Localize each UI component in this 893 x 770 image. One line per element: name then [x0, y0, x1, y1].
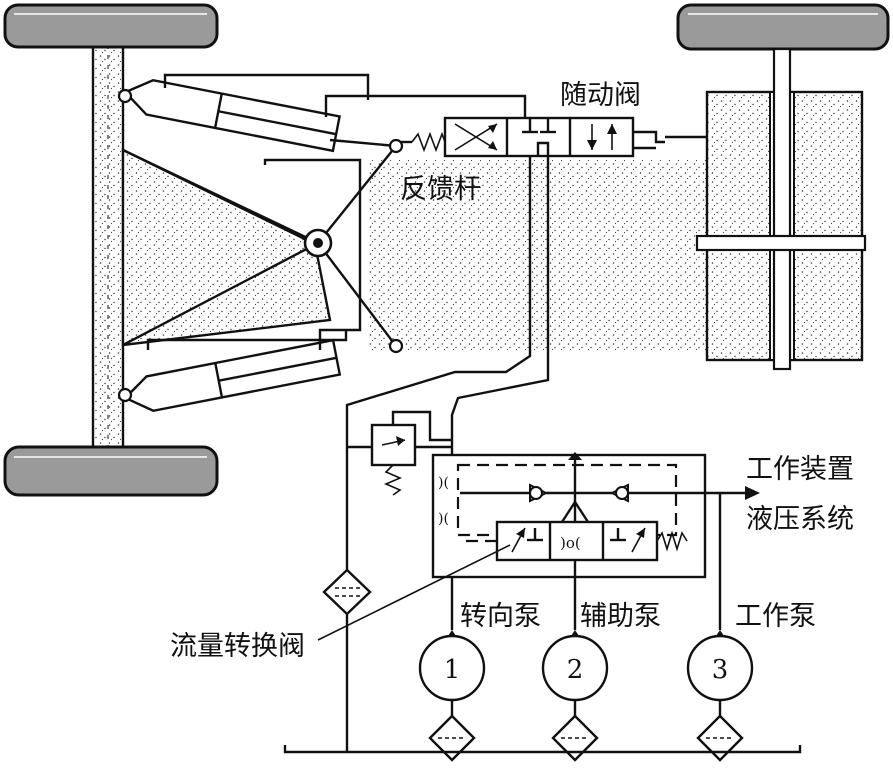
label-feedback-rod: 反馈杆 [400, 174, 481, 205]
tank-line [283, 745, 802, 754]
pump-1: 1 [418, 630, 486, 762]
upper-steering-cylinder [123, 78, 341, 153]
label-work-pump: 工作泵 [735, 601, 816, 632]
label-work-device-line2: 液压系统 [746, 504, 854, 535]
front-left-tire [3, 3, 219, 49]
frame-body [121, 148, 332, 347]
svg-text:)(: )( [438, 475, 449, 491]
return-filter [322, 548, 372, 752]
feedback-linkage [317, 138, 404, 354]
right-axle [676, 3, 890, 371]
pump-2: 2 [541, 630, 609, 762]
pump-2-number: 2 [567, 655, 584, 685]
pump-1-number: 1 [444, 655, 461, 685]
upper-cylinder-joint [117, 88, 133, 104]
label-aux-pump: 辅助泵 [580, 601, 661, 632]
svg-text:)(: )( [438, 511, 449, 527]
pump-3-number: 3 [712, 655, 729, 685]
label-flow-switch-valve: 流量转换阀 [170, 631, 305, 662]
label-steering-pump: 转向泵 [460, 601, 541, 632]
cylinder-pipes [146, 73, 527, 350]
pump-3: 3 [686, 630, 754, 762]
svg-text:)o(: )o( [560, 534, 581, 552]
articulation-pivot [303, 228, 333, 258]
relief-valve [370, 410, 452, 496]
rear-left-tire [3, 445, 219, 497]
label-work-device-line1: 工作装置 [746, 454, 854, 485]
lower-steering-cylinder [123, 338, 342, 413]
left-frame [91, 43, 125, 459]
follow-valve [400, 116, 708, 375]
flow-switch-block: )( )( )o( [317, 452, 760, 641]
label-follow-valve: 随动阀 [560, 80, 641, 111]
lower-cylinder-joint [117, 387, 133, 403]
